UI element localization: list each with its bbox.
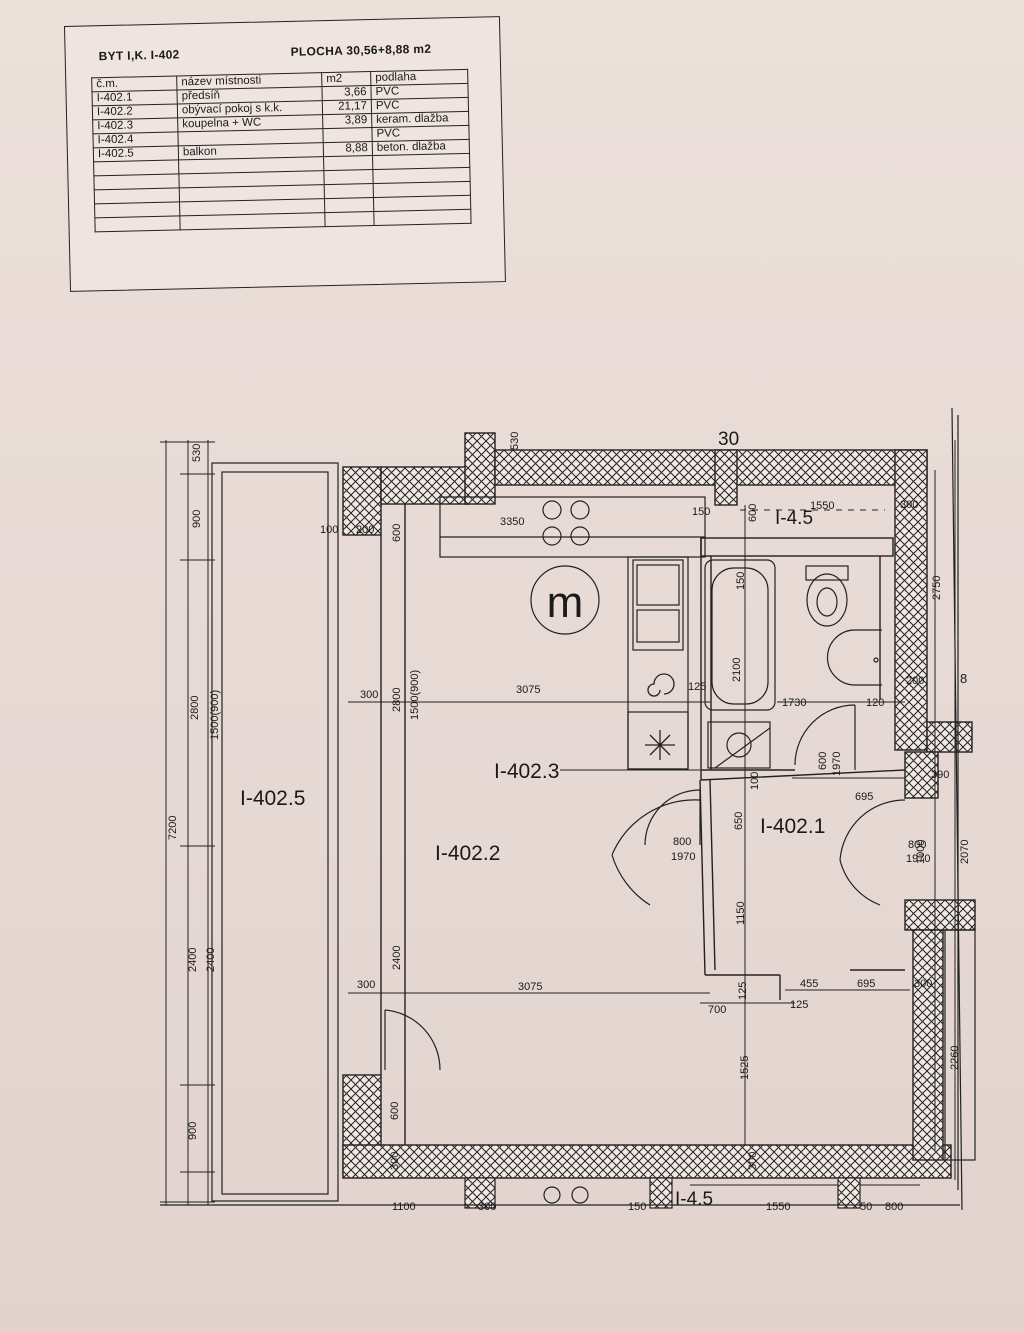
dim-label: 695 (857, 978, 875, 990)
dim-label: 600 (817, 752, 829, 770)
left-dimension-lines (160, 440, 215, 1205)
dim-label: 7200 (167, 816, 179, 840)
door-swings (384, 704, 906, 1071)
washing-machine (707, 721, 771, 769)
dim-label: 200 (356, 524, 374, 536)
dim-label: 1730 (782, 697, 806, 709)
dishwasher-symbol (645, 730, 675, 760)
dim-label: 2070 (959, 840, 971, 864)
dim-label: 695 (855, 791, 873, 803)
dim-label: 125 (790, 999, 808, 1011)
dim-label: 455 (800, 978, 818, 990)
dim-label: 300 (914, 978, 932, 990)
dim-label: 800 (908, 839, 926, 851)
dim-label: 300 (360, 689, 378, 701)
dim-label: 50 (860, 1201, 872, 1213)
dim-label: 900 (191, 510, 203, 528)
dim-label: 300 (357, 979, 375, 991)
bathtub (704, 559, 776, 711)
dim-label: 800 (673, 836, 691, 848)
dim-label: 2800 (189, 696, 201, 720)
dim-label: 300 (389, 1152, 401, 1170)
dim-label: 1500(900) (209, 690, 221, 740)
level-mark-bottom: I-4.5 (675, 1189, 713, 1210)
dim-label: 125 (688, 681, 706, 693)
dim-label: 1000 (915, 840, 927, 864)
top-mark: 30 (718, 429, 739, 450)
dim-label: 300 (900, 499, 918, 511)
dim-label: 530 (191, 444, 203, 462)
dim-label: 3350 (500, 516, 524, 528)
dim-label: 150 (735, 572, 747, 590)
dim-label: 1500(900) (409, 670, 421, 720)
dim-label: 1970 (906, 853, 930, 865)
kitchen-counter (439, 496, 706, 770)
interior-walls (380, 504, 906, 1145)
room-label-hall: I-402.1 (760, 815, 825, 838)
dim-label: 2800 (391, 688, 403, 712)
dim-label: 2400 (205, 948, 217, 972)
dim-label: 900 (187, 1122, 199, 1140)
dim-label: 2750 (931, 576, 943, 600)
dim-label: 300 (478, 1201, 496, 1213)
edge-mark: 8 (960, 671, 967, 686)
kitchen-mark (530, 565, 600, 635)
dim-label: 650 (733, 812, 745, 830)
dim-label: 600 (747, 504, 759, 522)
dim-label: 1525 (739, 1056, 751, 1080)
dim-label: 120 (866, 697, 884, 709)
dim-label: 2400 (187, 948, 199, 972)
dim-label: 700 (708, 1004, 726, 1016)
dim-label: 100 (320, 524, 338, 536)
dim-label: 1550 (766, 1201, 790, 1213)
dim-label: 2260 (949, 1046, 961, 1070)
room-label-bathroom: I-402.3 (494, 760, 559, 783)
right-edge-elements (944, 407, 976, 1211)
dim-label: 390 (931, 769, 949, 781)
exterior-walls (342, 432, 976, 1179)
dim-label: 300 (747, 1152, 759, 1170)
dimension-labels-horizontal: 100 200 3350 150 1550 300 300 3075 125 1… (320, 499, 949, 1213)
washbasin (826, 629, 882, 686)
dim-label: 150 (692, 506, 710, 518)
dim-label: 1970 (831, 752, 843, 776)
kitchen-mark-letter: m (547, 578, 584, 627)
dim-label: 100 (749, 772, 761, 790)
bottom-fragments (160, 1177, 960, 1209)
dim-label: 3075 (516, 684, 540, 696)
dim-label: 600 (391, 524, 403, 542)
room-label-living: I-402.2 (435, 842, 500, 865)
stove-hob (542, 500, 590, 546)
dim-label: 530 (509, 432, 521, 450)
dim-label: 1970 (671, 851, 695, 863)
dim-label: 3075 (518, 981, 542, 993)
dim-label: 2100 (731, 658, 743, 682)
dim-label: 150 (628, 1201, 646, 1213)
level-mark-top: I-4.5 (775, 508, 813, 529)
spiral-symbol (647, 673, 675, 697)
toilet (805, 565, 849, 627)
dim-label: 200 (906, 675, 924, 687)
dim-label: 1550 (810, 500, 834, 512)
dimension-labels-vertical: 530 900 2800 1500(900) 7200 2400 2400 90… (167, 432, 971, 1170)
dim-label: 2400 (391, 946, 403, 970)
room-label-balcony: I-402.5 (240, 787, 305, 810)
inner-dimension-lines (348, 440, 956, 1186)
dim-label: 1100 (392, 1201, 416, 1213)
dim-label: 800 (885, 1201, 903, 1213)
dim-label: 600 (389, 1102, 401, 1120)
dim-label: 125 (737, 982, 749, 1000)
balcony-outline (211, 462, 339, 1202)
dim-label: 1150 (735, 901, 747, 925)
